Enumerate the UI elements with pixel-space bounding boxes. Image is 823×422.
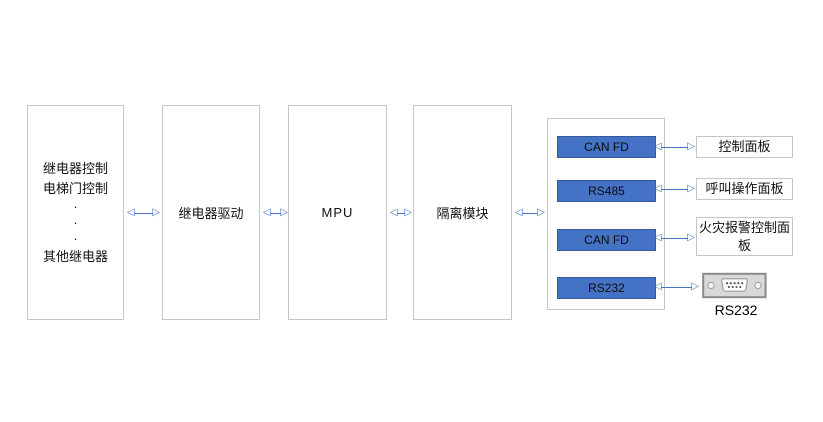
arrow-right-icon: ▷ [404,207,412,218]
panel-call-operation: 呼叫操作面板 [696,178,793,200]
arrow-line [521,212,539,214]
arrow-line [660,188,689,190]
block-mpu: MPU [288,105,387,320]
relay-outputs-line: 电梯门控制 [42,180,108,196]
panel-fire-alarm: 火灾报警控制面板 [696,217,793,256]
arrow-line [133,212,154,214]
arrow-right-icon: ▷ [687,232,695,243]
arrow-left-icon: ◁ [654,281,662,292]
arrow-mpu-isolation: ◁ ▷ [390,207,412,219]
arrow-driver-mpu: ◁ ▷ [263,207,288,219]
arrow-right-icon: ▷ [280,207,288,218]
arrow-left-icon: ◁ [127,207,135,218]
arrow-line [396,212,406,214]
ellipsis-dot: · [73,214,78,230]
arrow-left-icon: ◁ [390,207,398,218]
arrow-rs485-call-panel: ◁ ▷ [654,183,695,195]
arrow-right-icon: ▷ [687,183,695,194]
bus-bar-can-fd-2: CAN FD [557,229,656,251]
ellipsis-dot: · [73,230,78,246]
block-mpu-label: MPU [321,205,354,220]
arrow-left-icon: ◁ [515,207,523,218]
bus-bar-rs232: RS232 [557,277,656,299]
bus-bar-can-fd-1: CAN FD [557,136,656,158]
arrow-right-icon: ▷ [537,207,545,218]
ellipsis-dot: · [73,198,78,214]
block-interfaces: CAN FD RS485 CAN FD RS232 [547,118,665,310]
relay-outputs-line: 继电器控制 [42,160,108,176]
arrow-relay-outputs-driver: ◁ ▷ [127,207,160,219]
block-relay-driver: 继电器驱动 [162,105,260,320]
panel-control: 控制面板 [696,136,793,158]
arrow-line [269,212,282,214]
arrow-right-icon: ▷ [152,207,160,218]
block-isolation-label: 隔离模块 [436,206,489,221]
arrow-line [660,237,689,239]
relay-outputs-line: 其他继电器 [42,248,108,264]
bus-bar-rs485: RS485 [557,180,656,202]
arrow-line [660,146,689,148]
block-relay-outputs: 继电器控制 电梯门控制 · · · 其他继电器 [27,105,124,320]
block-relay-driver-label: 继电器驱动 [178,206,244,221]
relay-outputs-text: 继电器控制 电梯门控制 · · · 其他继电器 [43,159,108,267]
arrow-line [660,286,693,288]
block-isolation: 隔离模块 [413,105,512,320]
arrow-left-icon: ◁ [263,207,271,218]
arrow-canfd-fire-panel: ◁ ▷ [654,232,695,244]
arrow-left-icon: ◁ [654,141,662,152]
db9-connector-icon [702,272,767,304]
rs232-connector-caption: RS232 [714,302,758,318]
arrow-rs232-connector: ◁ ▷ [654,281,699,293]
arrow-left-icon: ◁ [654,232,662,243]
arrow-right-icon: ▷ [687,141,695,152]
arrow-isolation-interfaces: ◁ ▷ [515,207,545,219]
arrow-left-icon: ◁ [654,183,662,194]
arrow-canfd-control-panel: ◁ ▷ [654,141,695,153]
arrow-right-icon: ▷ [691,281,699,292]
